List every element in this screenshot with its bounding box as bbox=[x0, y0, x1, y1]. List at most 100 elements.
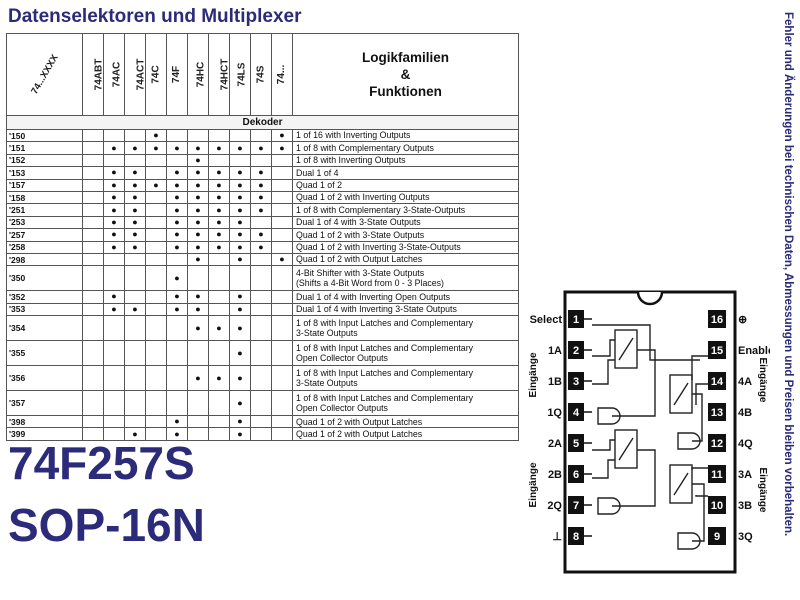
table-row: '157●●●●●●●●Quad 1 of 2 bbox=[6, 178, 519, 192]
family-support-cell bbox=[208, 265, 230, 292]
pin-number: 8 bbox=[573, 531, 579, 543]
family-support-cell bbox=[250, 290, 272, 304]
family-label: 74S bbox=[255, 65, 267, 84]
support-dot: ● bbox=[216, 241, 222, 252]
family-support-cell: ● bbox=[103, 290, 125, 304]
support-dot: ● bbox=[237, 428, 243, 439]
pin-number: 16 bbox=[711, 314, 723, 326]
support-dot: ● bbox=[216, 216, 222, 227]
pin-number: 9 bbox=[714, 531, 720, 543]
family-support-cell: ● bbox=[208, 178, 230, 192]
section-row: Dekoder bbox=[6, 115, 519, 130]
part-code: '399 bbox=[6, 427, 83, 441]
support-dot: ● bbox=[279, 142, 285, 153]
support-dot: ● bbox=[237, 416, 243, 427]
family-label: 74C bbox=[150, 65, 162, 84]
family-support-cell bbox=[271, 302, 293, 317]
family-support-cell bbox=[124, 128, 146, 143]
function-line: Quad 1 of 2 with Output Latches bbox=[296, 416, 423, 427]
family-support-cell: ● bbox=[103, 203, 125, 217]
family-support-cell bbox=[208, 290, 230, 304]
pin-number: 6 bbox=[573, 469, 579, 481]
family-support-cell: ● bbox=[187, 228, 209, 242]
family-support-cell: ● bbox=[229, 315, 251, 342]
support-dot: ● bbox=[195, 241, 201, 252]
family-support-cell bbox=[103, 340, 125, 367]
family-support-cell bbox=[229, 265, 251, 292]
family-support-cell: ● bbox=[124, 178, 146, 192]
ic-pin-left-4: 41Q bbox=[547, 403, 592, 421]
support-dot: ● bbox=[195, 322, 201, 333]
family-support-cell: ● bbox=[145, 178, 167, 192]
family-support-cell bbox=[271, 365, 293, 392]
family-support-cell: ● bbox=[208, 240, 230, 254]
family-support-cell bbox=[145, 415, 167, 429]
family-header-6: 74HCT bbox=[208, 33, 231, 116]
family-support-cell bbox=[187, 390, 209, 417]
family-support-cell bbox=[250, 215, 272, 230]
pin-pad bbox=[708, 310, 726, 328]
table-row: '399●●●Quad 1 of 2 with Output Latches bbox=[6, 427, 519, 441]
family-support-cell: ● bbox=[166, 228, 188, 242]
family-support-cell bbox=[250, 128, 272, 143]
support-dot: ● bbox=[195, 229, 201, 240]
family-label: 74ACT bbox=[135, 58, 147, 91]
family-support-cell: ● bbox=[187, 153, 209, 168]
support-dot: ● bbox=[174, 291, 180, 302]
family-support-cell: ● bbox=[187, 166, 209, 180]
part-code: '258 bbox=[6, 240, 83, 254]
family-support-cell bbox=[271, 415, 293, 429]
family-support-cell: ● bbox=[166, 240, 188, 254]
family-support-cell: ● bbox=[271, 252, 293, 267]
pin-label: 1A bbox=[548, 345, 562, 357]
family-support-cell bbox=[145, 302, 167, 317]
ic-pin-left-2: 21A bbox=[548, 341, 592, 359]
family-support-cell: ● bbox=[250, 178, 272, 192]
family-support-cell: ● bbox=[124, 228, 146, 242]
family-support-cell: ● bbox=[229, 215, 251, 230]
support-dot: ● bbox=[237, 167, 243, 178]
support-dot: ● bbox=[216, 229, 222, 240]
family-support-cell: ● bbox=[208, 166, 230, 180]
function-line: Dual 1 of 4 with 3-State Outputs bbox=[296, 217, 421, 228]
function-line: Quad 1 of 2 with Inverting Outputs bbox=[296, 192, 430, 203]
family-support-cell bbox=[124, 340, 146, 367]
function-description: Quad 1 of 2 with Output Latches bbox=[292, 427, 519, 441]
family-support-cell bbox=[166, 365, 188, 392]
pin-number: 3 bbox=[573, 376, 579, 388]
family-support-cell: ● bbox=[229, 228, 251, 242]
family-support-cell: ● bbox=[166, 265, 188, 292]
ic-pin-left-5: 52A bbox=[548, 434, 592, 452]
part-code: '398 bbox=[6, 415, 83, 429]
pin-pad bbox=[568, 496, 584, 514]
table-row: '398●●Quad 1 of 2 with Output Latches bbox=[6, 415, 519, 429]
function-line: Quad 1 of 2 with 3-State Outputs bbox=[296, 229, 425, 240]
function-line: 1 of 8 with Complementary 3-State-Output… bbox=[296, 204, 466, 215]
support-dot: ● bbox=[132, 142, 138, 153]
family-support-cell bbox=[229, 153, 251, 168]
table-row: '251●●●●●●●1 of 8 with Complementary 3-S… bbox=[6, 203, 519, 217]
family-support-cell bbox=[250, 365, 272, 392]
function-line: 4-Bit Shifter with 3-State Outputs bbox=[296, 267, 425, 278]
corner-label: 74...XXXX bbox=[28, 52, 61, 97]
pin-label: 4A bbox=[738, 376, 752, 388]
family-label: 74HCT bbox=[219, 58, 231, 91]
family-support-cell bbox=[82, 252, 104, 267]
support-dot: ● bbox=[237, 397, 243, 408]
part-code: '298 bbox=[6, 252, 83, 267]
function-line: 3-State Outputs bbox=[296, 378, 358, 389]
part-code: '357 bbox=[6, 390, 83, 417]
support-dot: ● bbox=[174, 179, 180, 190]
function-header-line-1: Logikfamilien bbox=[361, 50, 449, 65]
input-group-label: Eingänge bbox=[757, 467, 768, 512]
table-row: '150●●1 of 16 with Inverting Outputs bbox=[6, 128, 519, 143]
support-dot: ● bbox=[258, 241, 264, 252]
family-support-cell: ● bbox=[103, 228, 125, 242]
family-support-cell: ● bbox=[250, 240, 272, 254]
family-support-cell: ● bbox=[166, 190, 188, 205]
support-dot: ● bbox=[111, 216, 117, 227]
family-support-cell: ● bbox=[145, 141, 167, 155]
